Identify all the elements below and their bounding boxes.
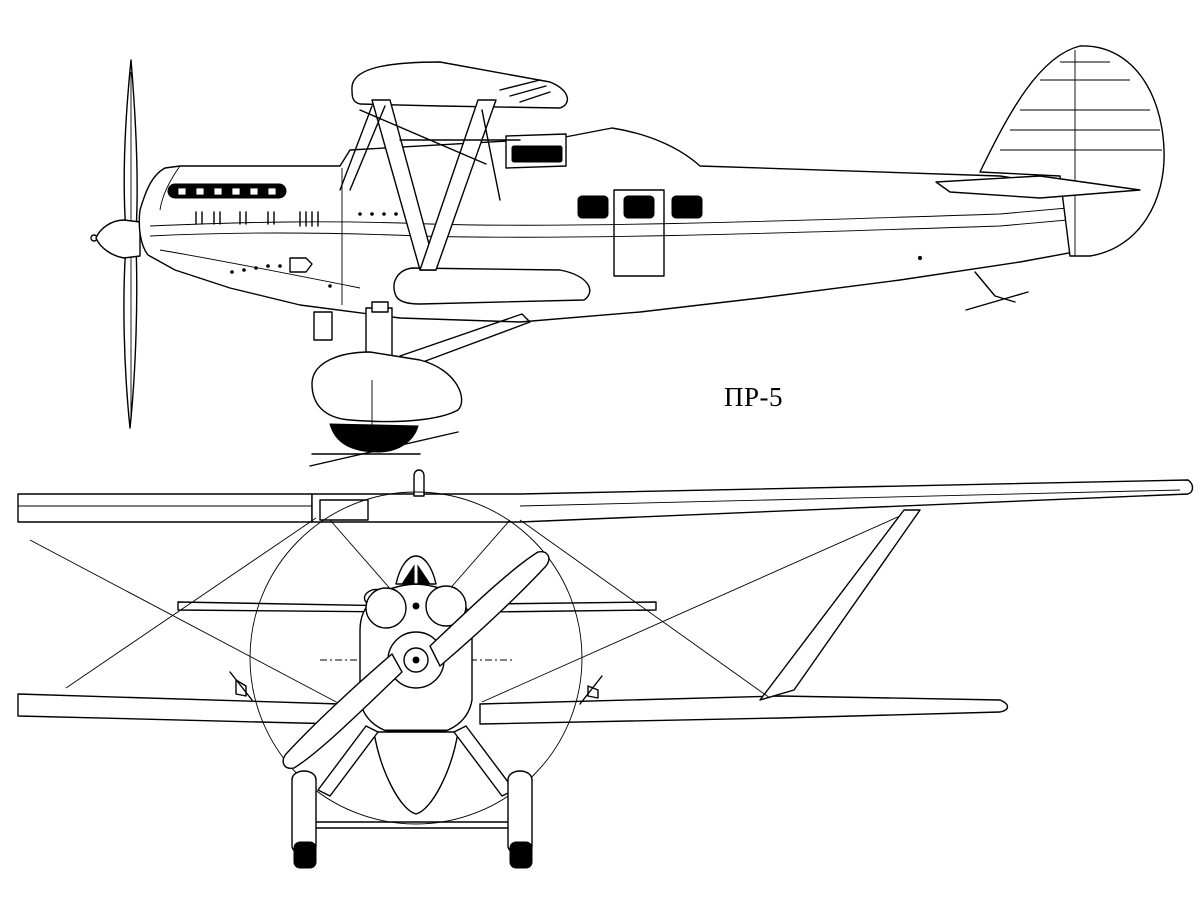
front-landing-gear	[229, 671, 603, 869]
aircraft-designation-title: ПР-5	[724, 382, 784, 412]
fuselage-side	[138, 45, 1165, 323]
propeller-disc	[249, 491, 583, 825]
lower-wing-side	[393, 267, 591, 305]
side-propeller	[90, 59, 141, 429]
interplane-struts	[339, 99, 521, 271]
bracing-wires	[29, 515, 901, 705]
upper-wing-front	[17, 479, 1194, 523]
fuselage-front	[359, 555, 473, 815]
side-view	[90, 45, 1165, 467]
front-view	[17, 469, 1194, 869]
right-wing-strut	[759, 509, 921, 701]
upper-wing-side	[351, 61, 569, 109]
main-landing-gear-side	[309, 301, 531, 467]
lower-wing-front	[17, 601, 1009, 725]
front-propeller-blades	[282, 551, 550, 769]
